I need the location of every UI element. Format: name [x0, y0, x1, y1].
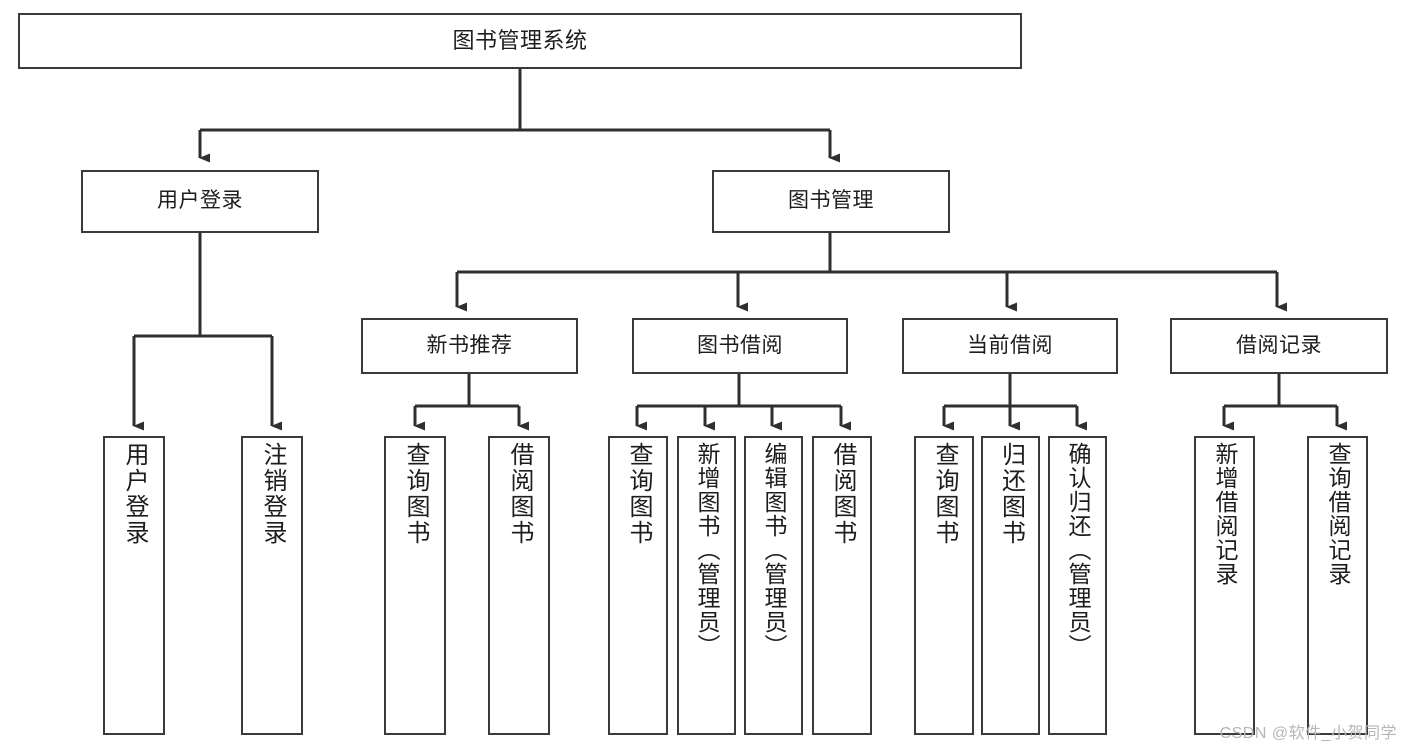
node-leaf-borrow-book-1-label: 借阅图书: [506, 442, 533, 546]
node-leaf-query-borrow-record[interactable]: 查询借阅记录: [1307, 436, 1368, 735]
node-leaf-query-book-3[interactable]: 查询图书: [914, 436, 974, 735]
node-leaf-query-book-2-label: 查询图书: [625, 442, 652, 546]
node-book-borrow-label: 图书借阅: [697, 333, 783, 357]
node-borrow-record-label: 借阅记录: [1236, 333, 1322, 357]
node-leaf-query-book-1[interactable]: 查询图书: [384, 436, 446, 735]
node-root-book-management-system[interactable]: 图书管理系统: [18, 13, 1022, 69]
node-leaf-edit-book[interactable]: 编辑图书（管理员）: [744, 436, 803, 735]
node-new-book-recommend-label: 新书推荐: [426, 333, 513, 357]
node-leaf-edit-book-label: 编辑图书（管理员）: [761, 442, 787, 658]
node-leaf-add-book-label: 新增图书（管理员）: [694, 442, 720, 658]
node-leaf-query-borrow-record-label: 查询借阅记录: [1325, 442, 1351, 586]
node-leaf-user-login[interactable]: 用户登录: [103, 436, 165, 735]
node-root-label: 图书管理系统: [452, 28, 588, 54]
node-leaf-return-book[interactable]: 归还图书: [981, 436, 1040, 735]
node-leaf-confirm-return[interactable]: 确认归还（管理员）: [1048, 436, 1107, 735]
node-borrow-record[interactable]: 借阅记录: [1170, 318, 1388, 374]
node-user-login[interactable]: 用户登录: [81, 170, 319, 233]
node-leaf-user-login-label: 用户登录: [121, 442, 148, 546]
node-leaf-add-borrow-record-label: 新增借阅记录: [1212, 442, 1238, 586]
node-leaf-return-book-label: 归还图书: [997, 442, 1025, 546]
node-book-management[interactable]: 图书管理: [712, 170, 950, 233]
node-leaf-borrow-book-2-label: 借阅图书: [829, 442, 856, 546]
node-leaf-query-book-1-label: 查询图书: [402, 442, 429, 546]
node-leaf-borrow-book-2[interactable]: 借阅图书: [812, 436, 872, 735]
node-leaf-logout-login[interactable]: 注销登录: [241, 436, 303, 735]
node-new-book-recommend[interactable]: 新书推荐: [361, 318, 578, 374]
node-book-borrow[interactable]: 图书借阅: [632, 318, 848, 374]
csdn-watermark: CSDN @软件_小贺同学: [1219, 725, 1397, 742]
node-book-management-label: 图书管理: [788, 189, 874, 213]
node-leaf-query-book-2[interactable]: 查询图书: [608, 436, 668, 735]
node-current-borrow-label: 当前借阅: [967, 333, 1053, 357]
node-leaf-add-borrow-record[interactable]: 新增借阅记录: [1194, 436, 1255, 735]
node-leaf-logout-login-label: 注销登录: [259, 442, 286, 546]
node-user-login-label: 用户登录: [157, 189, 243, 213]
node-current-borrow[interactable]: 当前借阅: [902, 318, 1118, 374]
node-leaf-add-book[interactable]: 新增图书（管理员）: [677, 436, 736, 735]
node-leaf-borrow-book-1[interactable]: 借阅图书: [488, 436, 550, 735]
node-leaf-confirm-return-label: 确认归还（管理员）: [1065, 442, 1091, 658]
node-leaf-query-book-3-label: 查询图书: [931, 442, 958, 546]
